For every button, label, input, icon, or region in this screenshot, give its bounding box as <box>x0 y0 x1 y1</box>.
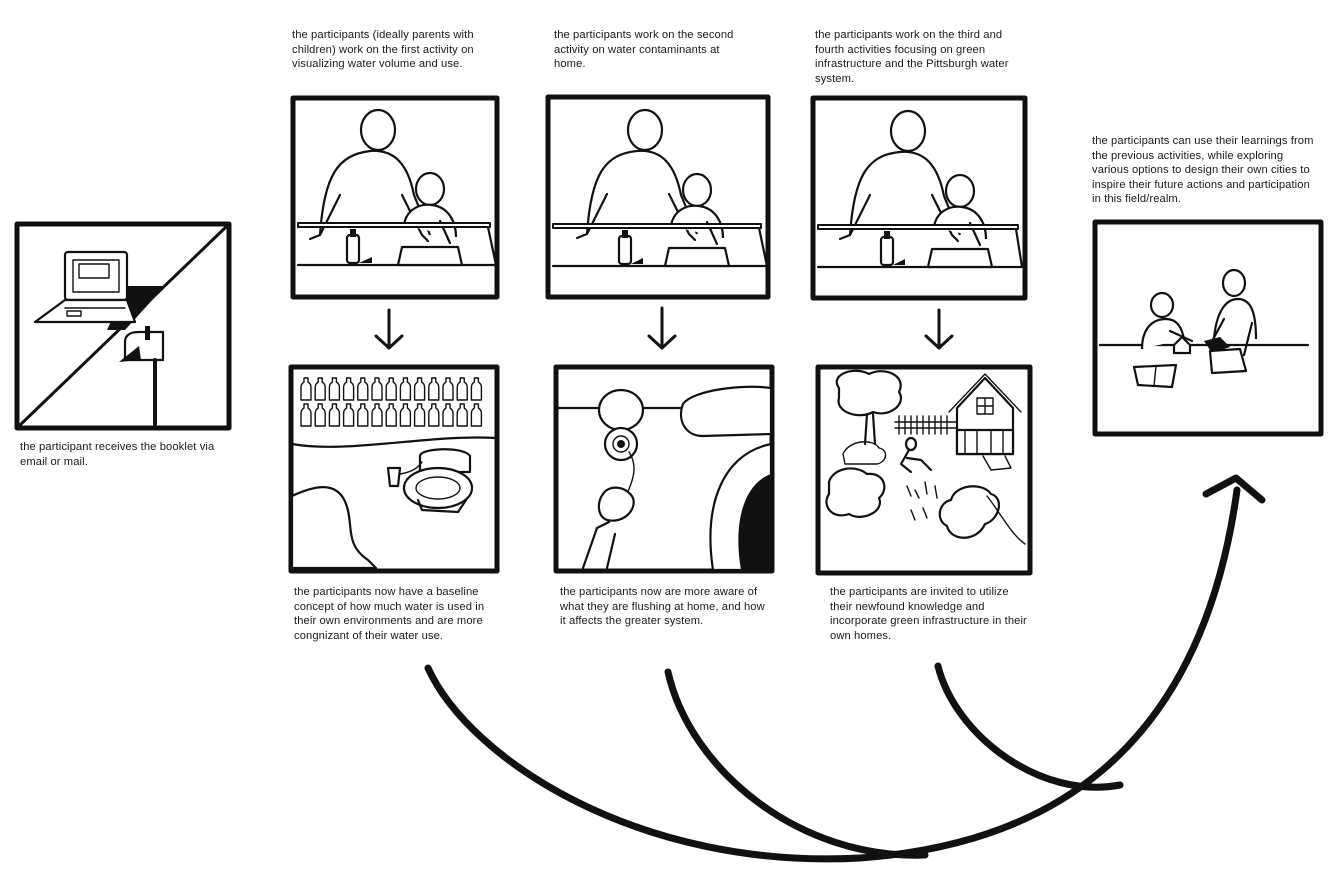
arrow-from-step1 <box>424 486 1241 863</box>
water-bottle-icon <box>328 377 341 401</box>
delivery-panel <box>14 221 232 431</box>
activity-panel-3 <box>810 95 1028 301</box>
water-bottle-icon <box>385 377 397 401</box>
arrow-from-step3 <box>934 662 1124 791</box>
design-city-panel <box>1092 219 1324 437</box>
green-infrastructure-panel <box>815 364 1033 576</box>
caption-step3-top: the participants work on the third and f… <box>815 29 1009 85</box>
down-arrow-1 <box>374 308 404 350</box>
water-bottle-icon <box>371 377 383 401</box>
water-bottle-icon <box>442 403 454 427</box>
caption-step1-top: the participants (ideally parents with c… <box>292 29 474 71</box>
caption-step3-bottom: the participants are invited to utilize … <box>830 586 1027 642</box>
water-bottle-icon <box>342 377 355 401</box>
water-bottle-icon <box>300 377 312 401</box>
house-and-garden-icon <box>825 369 1026 545</box>
water-bottle-icon <box>428 403 440 427</box>
water-bottle-icon <box>399 403 412 427</box>
two-people-designing-icon <box>1098 268 1310 389</box>
water-bottle-icon <box>314 377 326 401</box>
caption-step2-top: the participants work on the second acti… <box>554 29 734 71</box>
down-arrow-2 <box>647 306 677 350</box>
water-volume-panel <box>288 364 500 574</box>
caption-step0: the participant receives the booklet via… <box>20 441 215 468</box>
toilet-icon <box>386 448 474 514</box>
caption-step1-bottom: the participants now have a baseline con… <box>294 586 485 642</box>
water-bottle-icon <box>385 403 397 427</box>
toilet-flush-icon <box>555 385 773 572</box>
water-bottle-icon <box>413 377 426 401</box>
water-bottle-icon <box>300 403 312 427</box>
arrow-from-step2 <box>664 668 929 859</box>
water-bottle-icon <box>357 377 369 401</box>
water-bottle-icon <box>428 377 440 401</box>
water-bottle-icon <box>413 403 426 427</box>
parent-child-icon <box>816 109 1024 269</box>
water-bottle-icon <box>399 377 412 401</box>
water-bottles-icon <box>300 377 483 427</box>
water-bottle-icon <box>470 403 483 427</box>
caption-step2-bottom: the participants now are more aware of w… <box>560 586 765 628</box>
water-bottle-icon <box>442 377 454 401</box>
caption-step4: the participants can use their learnings… <box>1092 135 1314 206</box>
water-bottle-icon <box>342 403 355 427</box>
water-bottle-icon <box>314 403 326 427</box>
laptop-icon <box>33 250 165 330</box>
water-bottle-icon <box>328 403 341 427</box>
water-bottle-icon <box>456 377 468 401</box>
arrow-head <box>1202 474 1266 504</box>
down-arrow-3 <box>924 308 954 350</box>
parent-child-icon <box>551 108 769 268</box>
water-bottle-icon <box>371 403 383 427</box>
water-bottle-icon <box>456 403 468 427</box>
parent-child-icon <box>296 108 498 267</box>
contaminants-panel <box>553 364 775 574</box>
water-bottle-icon <box>470 377 483 401</box>
activity-panel-2 <box>545 94 771 300</box>
water-bottle-icon <box>357 403 369 427</box>
mailbox-icon <box>119 326 165 426</box>
activity-panel-1 <box>290 95 500 300</box>
